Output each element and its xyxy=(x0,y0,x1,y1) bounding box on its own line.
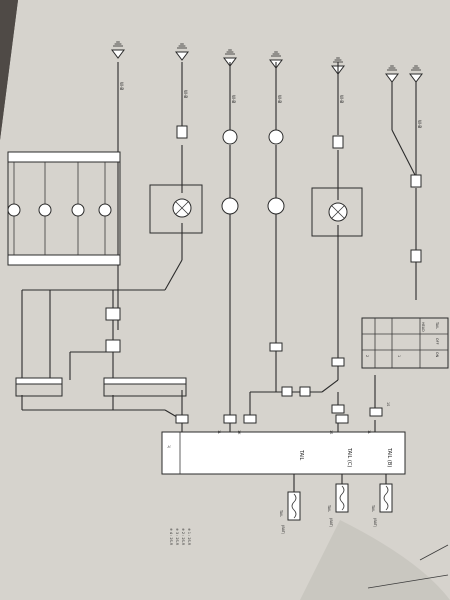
note-line: ※ 2 : 2S-R xyxy=(181,528,185,546)
fuse-labels: TAIL TAIL TAIL (BAT) (BAT) (BAT) xyxy=(279,504,377,535)
bottom-fuses xyxy=(287,474,393,521)
terminal-label: (BAT) xyxy=(329,518,333,528)
left-lamp-panel xyxy=(7,151,121,266)
switch-table xyxy=(361,317,449,369)
connector-label: 1L xyxy=(367,430,371,434)
ground-label: W-B xyxy=(231,95,236,103)
ground-label: W-B xyxy=(417,120,422,128)
upper-connectors xyxy=(176,125,422,263)
lower-connectors xyxy=(105,307,383,424)
bus-label-tail-b: TAIL (B) xyxy=(386,447,392,467)
paper-shadow-top-left xyxy=(0,0,18,140)
bus-label-tail: TAIL xyxy=(298,449,304,461)
connector-label: 1S xyxy=(329,430,333,434)
note-line: ※ 1 : 2S-R xyxy=(187,528,191,546)
table-cell: 1 xyxy=(397,355,401,357)
ground-symbol xyxy=(385,65,399,83)
main-vertical-wires xyxy=(117,62,417,420)
table-cell: 2 xyxy=(365,355,369,357)
fuse-label: TAIL xyxy=(279,509,283,517)
connector-label: 1K xyxy=(237,430,241,435)
notes-block: ※ 1 : 2S-R ※ 2 : 2S-R ※ 3 : 2S-R ※ 4 : 2… xyxy=(169,528,191,546)
center-lamps xyxy=(221,197,285,215)
note-line: ※ 3 : 2S-R xyxy=(175,528,179,546)
terminal-label: (BAT) xyxy=(373,518,377,528)
fuse-label: TAIL xyxy=(327,504,331,512)
terminal-label: (BAT) xyxy=(281,525,285,535)
fuse-label: TAIL xyxy=(371,504,375,512)
lamp-box-left xyxy=(149,184,203,234)
control-bus-block xyxy=(161,431,406,475)
ground-label: W-B xyxy=(183,90,188,98)
connector-label: 1L xyxy=(217,430,221,434)
connector-labels: 1J 1L 1K 1S 1L 1S xyxy=(167,402,390,448)
lamp-box-right xyxy=(311,187,363,237)
ground-label: W-B xyxy=(339,95,344,103)
paper-shade-bottom-right xyxy=(300,520,450,600)
left-lower-blocks xyxy=(15,377,187,397)
ground-symbol xyxy=(175,43,189,61)
ground-symbol xyxy=(111,41,125,59)
connector-label: 1S xyxy=(386,402,390,406)
table-cell: TAIL xyxy=(435,321,439,329)
connector-label: 1J xyxy=(167,445,171,448)
table-cell: HEAD xyxy=(421,322,425,332)
table-cell: ON xyxy=(435,352,439,358)
ground-label: W-B xyxy=(119,82,124,90)
ground-symbol xyxy=(409,65,423,83)
table-cell: OFF xyxy=(435,338,439,345)
bottom-ticks xyxy=(367,544,449,589)
note-line: ※ 4 : 2S-R xyxy=(169,528,173,546)
ground-labels: W-B W-B W-B W-B W-B W-B xyxy=(119,82,422,128)
bus-label-tail-c: TAIL (C) xyxy=(346,447,352,467)
ground-label: W-B xyxy=(277,95,282,103)
bus-labels: TAIL (B) TAIL (C) TAIL xyxy=(298,447,392,467)
table-labels: TAIL HEAD 1 2 OFF ON xyxy=(365,321,439,358)
